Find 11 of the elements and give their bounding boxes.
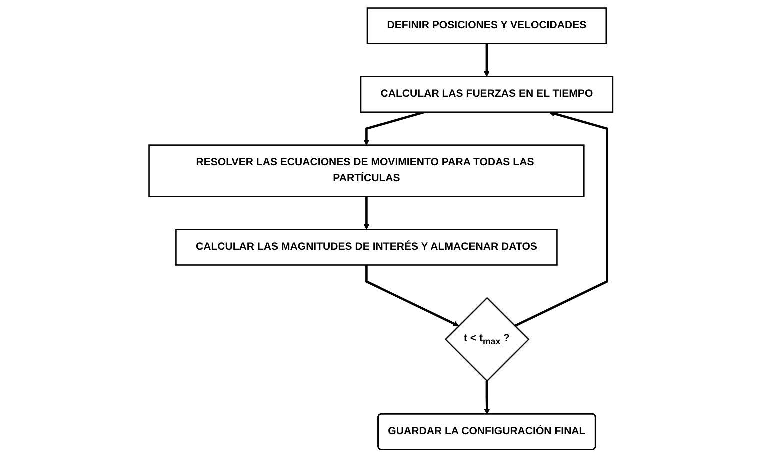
node-box: CALCULAR LAS MAGNITUDES DE INTERÉS Y ALMACENAR DATOS [175, 229, 558, 266]
node-box: DEFINIR POSICIONES Y VELOCIDADES [366, 8, 607, 44]
node-diamond: t < t$_{max}$ ? [444, 297, 530, 382]
node-box: CALCULAR LAS FUERZAS EN EL TIEMPO [360, 76, 614, 114]
arrow [514, 111, 608, 328]
arrow [365, 265, 460, 327]
node-box: RESOLVER LAS ECUACIONES DE MOVIMIENTO PARA TODAS LAS PARTÍCULAS [148, 144, 585, 198]
arrow [364, 111, 425, 146]
arrow [484, 381, 490, 415]
arrow [484, 44, 490, 78]
arrow [364, 196, 370, 230]
